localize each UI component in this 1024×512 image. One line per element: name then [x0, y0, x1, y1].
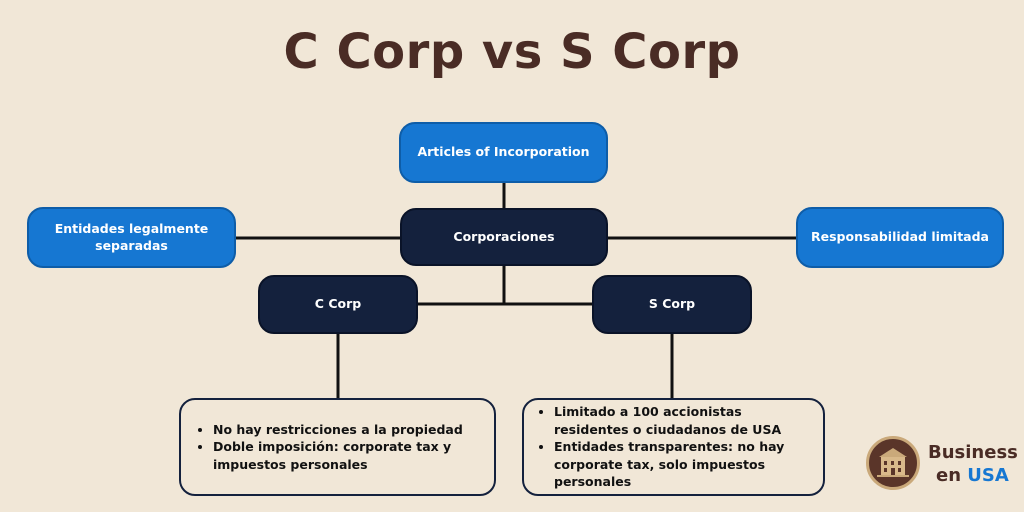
logo-line2-accent: USA	[967, 464, 1009, 486]
list-item: No hay restricciones a la propiedad	[213, 421, 484, 439]
logo-wordmark: Business en USA	[928, 442, 1018, 487]
ccorp-details-box: No hay restricciones a la propiedad Dobl…	[179, 398, 496, 496]
scorp-box: S Corp	[592, 275, 752, 334]
scorp-details-box: Limitado a 100 accionistas residentes o …	[522, 398, 825, 496]
list-item: Entidades transparentes: no hay corporat…	[554, 438, 815, 491]
scorp-label: S Corp	[648, 296, 696, 312]
ccorp-details-list: No hay restricciones a la propiedad Dobl…	[191, 421, 484, 474]
scorp-details-list: Limitado a 100 accionistas residentes o …	[532, 403, 815, 491]
logo-line2-prefix: en	[936, 464, 968, 486]
list-item: Doble imposición: corporate tax y impues…	[213, 438, 484, 473]
logo-building-icon	[866, 436, 920, 490]
corporaciones-label: Corporaciones	[453, 228, 555, 244]
articles-label: Articles of Incorporation	[417, 144, 590, 160]
ccorp-label: C Corp	[314, 296, 362, 312]
responsabilidad-label: Responsabilidad limitada	[810, 229, 989, 245]
page-title: C Corp vs S Corp	[283, 24, 741, 80]
entidades-label: Entidades legalmente separadas	[54, 220, 209, 253]
ccorp-box: C Corp	[258, 275, 418, 334]
logo-line1: Business	[928, 442, 1018, 463]
responsabilidad-box: Responsabilidad limitada	[796, 207, 1004, 268]
list-item: Limitado a 100 accionistas residentes o …	[554, 403, 815, 438]
entidades-box: Entidades legalmente separadas	[27, 207, 236, 268]
articles-of-incorporation-box: Articles of Incorporation	[399, 122, 608, 183]
logo-line2: en USA	[928, 465, 1018, 488]
corporaciones-box: Corporaciones	[400, 208, 608, 266]
